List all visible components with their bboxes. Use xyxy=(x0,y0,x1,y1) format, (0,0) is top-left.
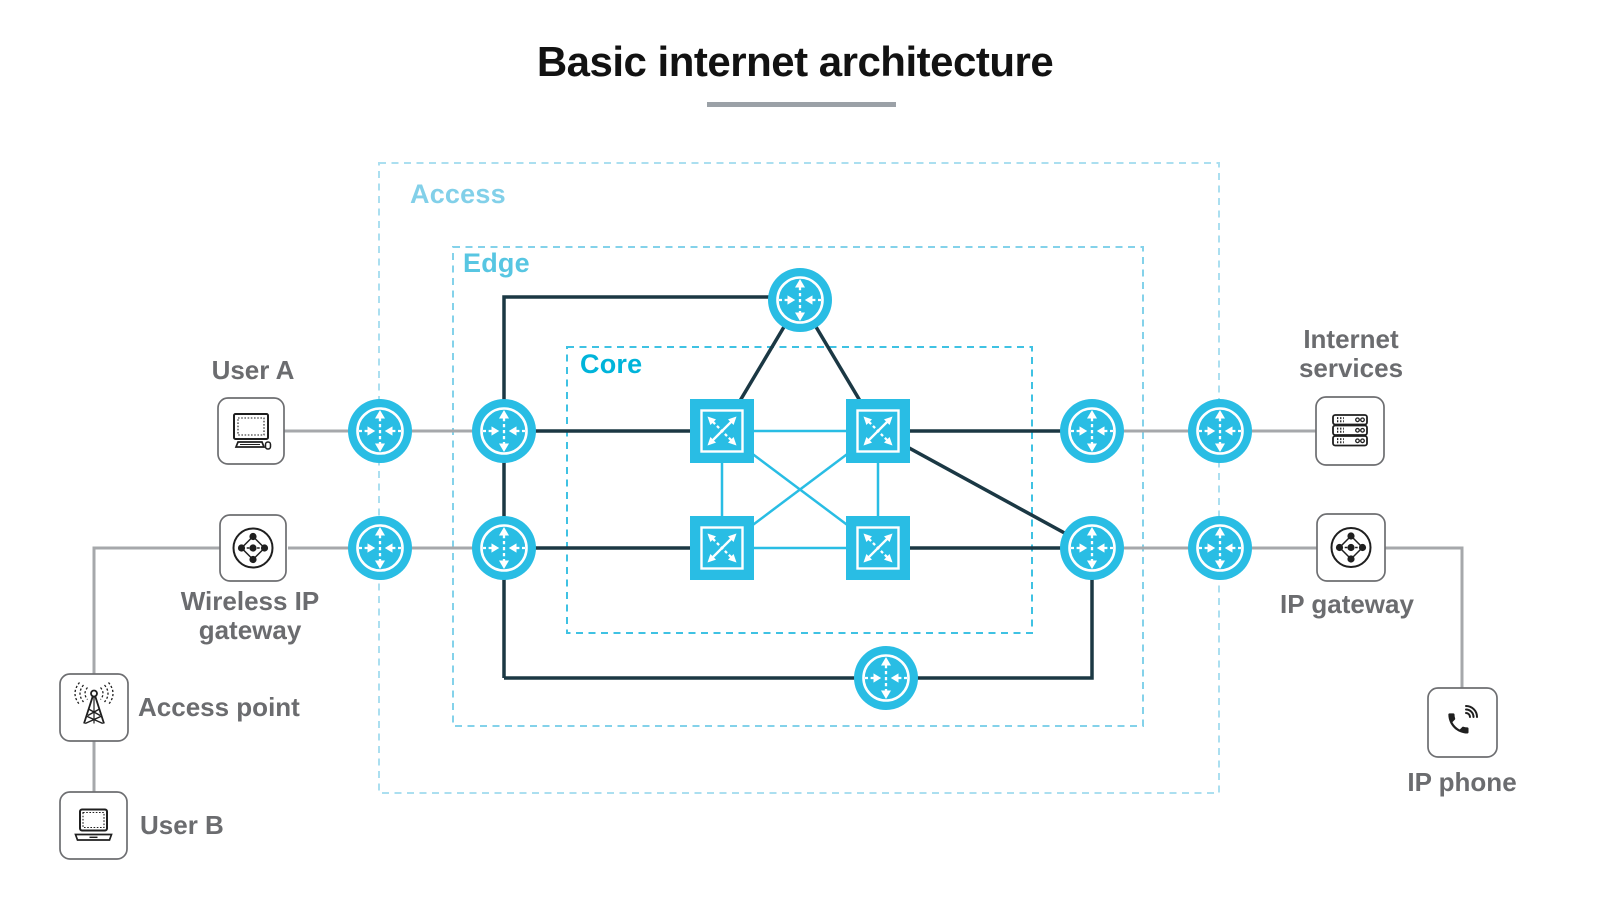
router-icon xyxy=(1186,514,1254,582)
title-underline xyxy=(707,102,896,107)
access-zone-border xyxy=(378,162,1220,794)
core-switch-icon xyxy=(844,514,912,582)
router-icon xyxy=(1058,397,1126,465)
end-devices xyxy=(59,396,1498,860)
user-a-label: User A xyxy=(211,355,295,385)
ip-gateway-icon xyxy=(1330,527,1372,568)
ip-phone-node xyxy=(1427,687,1498,758)
internet-services-label: Internet services xyxy=(1298,324,1404,383)
edge-zone-border xyxy=(452,246,1144,727)
link-bottom-backbone xyxy=(504,548,1094,680)
router-icon xyxy=(852,644,920,712)
user-a-node xyxy=(217,397,285,465)
core-switch-icon xyxy=(844,397,912,465)
user-b-label: User B xyxy=(140,810,224,840)
router-icon xyxy=(346,514,414,582)
router-icon xyxy=(766,266,834,334)
core-zone-label: Core xyxy=(580,349,643,379)
access-point-node xyxy=(59,673,129,742)
user-b-node xyxy=(59,791,128,860)
wireless-ip-gateway-node xyxy=(219,514,287,582)
link-ipgateway-ipphone xyxy=(1385,546,1464,688)
router-icon xyxy=(470,514,538,582)
core-switch-icon xyxy=(688,397,756,465)
link-switch-tr-router-diagonal xyxy=(877,429,1093,550)
router-icon xyxy=(346,397,414,465)
core-switch-icon xyxy=(688,514,756,582)
page-title: Basic internet architecture xyxy=(536,38,1054,85)
internet-services-node xyxy=(1315,396,1385,466)
ip-gateway-label: IP gateway xyxy=(1280,589,1414,619)
wireless-ip-gateway-label: Wireless IP gateway xyxy=(180,586,320,645)
access-point-label: Access point xyxy=(138,692,300,722)
ip-phone-label: IP phone xyxy=(1407,767,1517,797)
access-zone-label: Access xyxy=(410,179,506,209)
ip-gateway-node xyxy=(1316,513,1386,582)
router-icon xyxy=(470,397,538,465)
router-icon xyxy=(1186,397,1254,465)
link-wirelessgw-accesspoint xyxy=(92,546,220,674)
edge-zone-label: Edge xyxy=(463,248,530,278)
wireless-gateway-icon xyxy=(232,527,274,569)
router-icon xyxy=(1058,514,1126,582)
link-edge-left-vertical xyxy=(502,295,800,678)
